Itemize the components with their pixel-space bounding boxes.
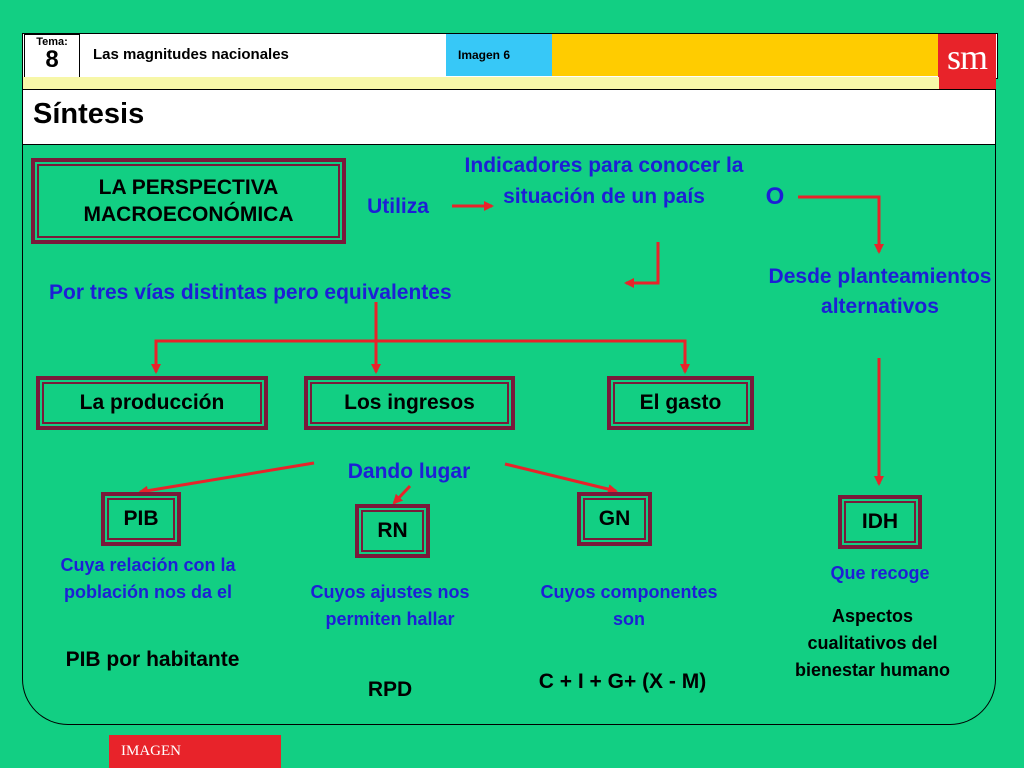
gasto-text: El gasto [613, 382, 748, 424]
dando-lugar-label: Dando lugar [347, 460, 471, 483]
arrow-to-rn [392, 484, 412, 505]
gasto-box: El gasto [607, 376, 754, 430]
idh-box: IDH [838, 495, 922, 549]
o-label: O [765, 183, 785, 210]
arrow-to-gn [504, 462, 618, 494]
branch-line [154, 339, 687, 372]
tema-box: Tema: 8 [24, 34, 80, 78]
gn-text: GN [583, 498, 646, 540]
idh-recoge: Que recoge [830, 563, 930, 583]
pib-text: PIB [107, 498, 175, 540]
rn-result: RPD [367, 678, 413, 701]
arrow-to-desde [798, 195, 884, 254]
sm-logo: sm [938, 34, 996, 90]
pib-description: Cuya relación con la población nos da el [60, 555, 236, 602]
gn-description: Cuyos componentes son [540, 582, 718, 629]
rn-box: RN [355, 504, 430, 558]
rn-description: Cuyos ajustes nos permiten hallar [310, 582, 470, 629]
gn-result: C + I + G+ (X - M) [538, 670, 707, 693]
gn-box: GN [577, 492, 652, 546]
tres-vias-label: Por tres vías distintas pero equivalente… [49, 281, 452, 304]
tema-label: Tema: [36, 36, 68, 48]
arrow-to-pib [138, 461, 315, 496]
produccion-text: La producción [42, 382, 262, 424]
idh-description: Aspectos cualitativos del bienestar huma… [794, 606, 951, 680]
utiliza-label: Utiliza [367, 195, 429, 218]
desde-label: Desde planteamientos alternativos [768, 265, 992, 318]
indicadores-label: Indicadores para conocer la situación de… [464, 154, 744, 208]
pib-result: PIB por habitante [65, 648, 240, 671]
content-frame [22, 145, 996, 725]
rn-text: RN [361, 510, 424, 552]
section-title-bar: Síntesis [22, 89, 996, 145]
imagen-button[interactable]: IMAGEN [109, 735, 281, 768]
perspectiva-box: LA PERSPECTIVA MACROECONÓMICA [31, 158, 346, 244]
header-title: Las magnitudes nacionales [80, 34, 446, 76]
header-strip [22, 77, 939, 89]
tema-number: 8 [45, 46, 59, 73]
pib-box: PIB [101, 492, 181, 546]
produccion-box: La producción [36, 376, 268, 430]
header-yellow-band [552, 34, 938, 76]
ingresos-text: Los ingresos [310, 382, 509, 424]
section-title: Síntesis [33, 98, 145, 130]
arrow-to-tres-vias [624, 242, 660, 288]
image-label: Imagen 6 [446, 34, 552, 76]
idh-text: IDH [844, 501, 916, 543]
ingresos-box: Los ingresos [304, 376, 515, 430]
perspectiva-text: LA PERSPECTIVA MACROECONÓMICA [37, 164, 340, 238]
